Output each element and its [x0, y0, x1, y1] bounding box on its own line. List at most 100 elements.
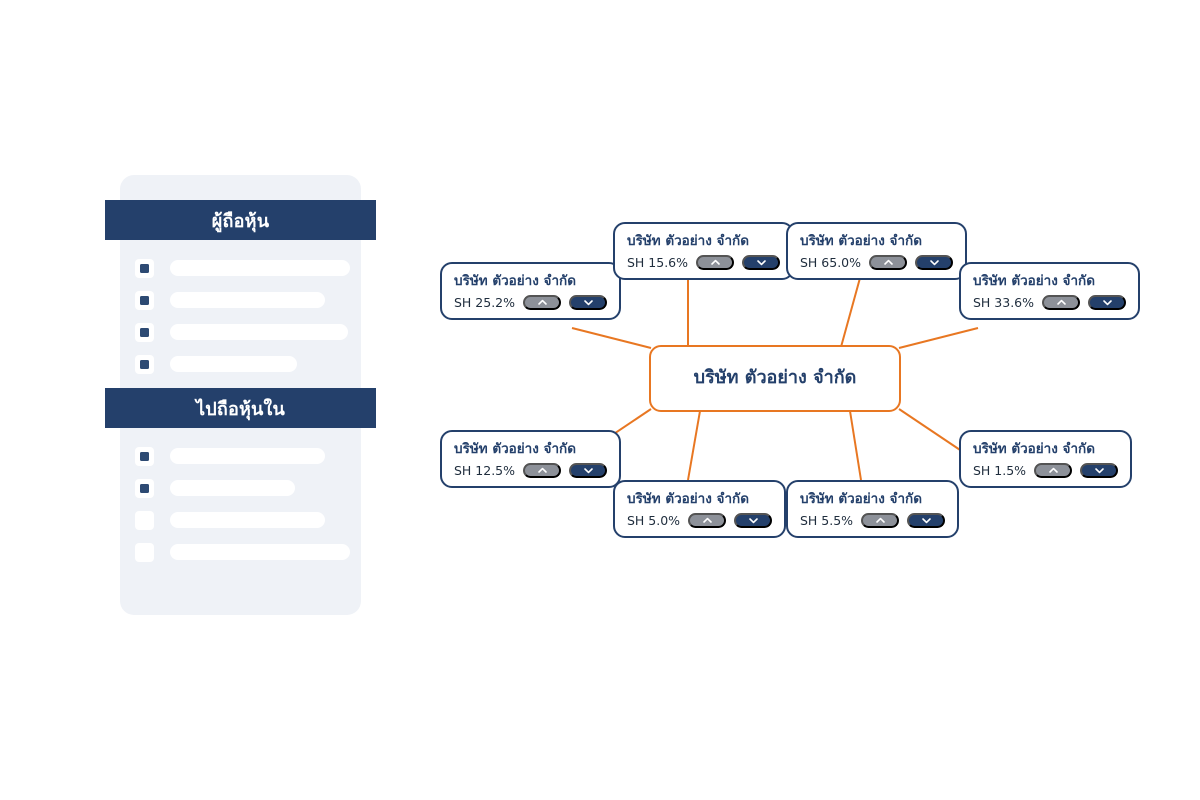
chevron-up-icon: [883, 259, 893, 266]
checkbox-unchecked[interactable]: [135, 510, 154, 530]
expand-down-button[interactable]: [1080, 462, 1119, 478]
list-item[interactable]: [135, 536, 361, 568]
chevron-up-icon: [710, 259, 720, 266]
expand-down-button[interactable]: [915, 254, 954, 270]
company-node[interactable]: บริษัท ตัวอย่าง จำกัด SH 25.2%: [440, 262, 622, 320]
diagram-edge: [898, 327, 979, 349]
company-node[interactable]: บริษัท ตัวอย่าง จำกัด SH 5.0%: [613, 480, 787, 538]
expand-up-button[interactable]: [1034, 462, 1073, 478]
company-node-meta: SH 12.5%: [454, 462, 608, 478]
company-node[interactable]: บริษัท ตัวอย่าง จำกัด SH 1.5%: [959, 430, 1133, 488]
list-item-placeholder-bar: [170, 356, 297, 372]
checkbox-checked[interactable]: [135, 258, 154, 278]
expand-down-button[interactable]: [1088, 294, 1127, 310]
holdings-list: [135, 440, 361, 568]
expand-down-button[interactable]: [734, 512, 773, 528]
chevron-down-icon: [748, 517, 758, 524]
list-item-placeholder-bar: [170, 448, 325, 464]
section-title-holdings: ไปถือหุ้นใน: [195, 398, 286, 420]
company-node-title: บริษัท ตัวอย่าง จำกัด: [454, 273, 576, 289]
list-item[interactable]: [135, 440, 361, 472]
section-title-shareholders: ผู้ถือหุ้น: [211, 210, 270, 232]
list-item[interactable]: [135, 316, 361, 348]
company-node[interactable]: บริษัท ตัวอย่าง จำกัด SH 15.6%: [613, 222, 795, 280]
share-percentage-label: SH 33.6%: [973, 294, 1035, 310]
checkbox-mark-icon: [140, 483, 149, 493]
company-node-meta: SH 33.6%: [973, 294, 1127, 310]
ownership-diagram: บริษัท ตัวอย่าง จำกัด บริษัท ตัวอย่าง จำ…: [420, 200, 1141, 570]
list-item[interactable]: [135, 284, 361, 316]
diagram-edges: [571, 277, 979, 481]
expand-up-button[interactable]: [861, 512, 900, 528]
expand-up-button[interactable]: [869, 254, 908, 270]
company-node-meta: SH 65.0%: [800, 254, 954, 270]
checkbox-unchecked[interactable]: [135, 542, 154, 562]
share-percentage-label: SH 5.0%: [627, 512, 681, 528]
chevron-down-icon: [756, 259, 766, 266]
list-item[interactable]: [135, 252, 361, 284]
expand-up-button[interactable]: [523, 294, 562, 310]
list-item-placeholder-bar: [170, 512, 325, 528]
company-node-meta: SH 5.0%: [627, 512, 773, 528]
chevron-down-icon: [921, 517, 931, 524]
share-percentage-label: SH 25.2%: [454, 294, 516, 310]
list-item[interactable]: [135, 472, 361, 504]
list-item[interactable]: [135, 348, 361, 380]
chevron-up-icon: [537, 299, 547, 306]
chevron-up-icon: [702, 517, 712, 524]
company-node-title: บริษัท ตัวอย่าง จำกัด: [627, 491, 749, 507]
list-item-placeholder-bar: [170, 544, 350, 560]
company-node-title: บริษัท ตัวอย่าง จำกัด: [973, 441, 1095, 457]
center-node[interactable]: บริษัท ตัวอย่าง จำกัด: [649, 345, 901, 412]
chevron-up-icon: [1048, 467, 1058, 474]
chevron-down-icon: [1102, 299, 1112, 306]
company-node[interactable]: บริษัท ตัวอย่าง จำกัด SH 33.6%: [959, 262, 1141, 320]
company-node-title: บริษัท ตัวอย่าง จำกัด: [454, 441, 576, 457]
list-item-placeholder-bar: [170, 260, 350, 276]
chevron-down-icon: [1094, 467, 1104, 474]
expand-up-button[interactable]: [1042, 294, 1081, 310]
checkbox-checked[interactable]: [135, 478, 154, 498]
chevron-up-icon: [1056, 299, 1066, 306]
checkbox-checked[interactable]: [135, 354, 154, 374]
expand-down-button[interactable]: [907, 512, 946, 528]
company-node-title: บริษัท ตัวอย่าง จำกัด: [800, 233, 922, 249]
diagram-edge: [840, 277, 861, 348]
share-percentage-label: SH 65.0%: [800, 254, 862, 270]
shareholder-list: [135, 252, 361, 380]
list-item[interactable]: [135, 504, 361, 536]
company-node[interactable]: บริษัท ตัวอย่าง จำกัด SH 5.5%: [786, 480, 960, 538]
share-percentage-label: SH 1.5%: [973, 462, 1027, 478]
section-header-shareholders: ผู้ถือหุ้น: [105, 200, 376, 240]
list-item-placeholder-bar: [170, 292, 325, 308]
chevron-up-icon: [875, 517, 885, 524]
company-node[interactable]: บริษัท ตัวอย่าง จำกัด SH 12.5%: [440, 430, 622, 488]
list-item-placeholder-bar: [170, 480, 295, 496]
company-node-title: บริษัท ตัวอย่าง จำกัด: [800, 491, 922, 507]
diagram-edge: [571, 327, 652, 349]
checkbox-mark-icon: [140, 451, 149, 461]
checkbox-checked[interactable]: [135, 446, 154, 466]
company-node-meta: SH 5.5%: [800, 512, 946, 528]
diagram-edge: [849, 410, 862, 481]
checkbox-checked[interactable]: [135, 290, 154, 310]
company-node-title: บริษัท ตัวอย่าง จำกัด: [627, 233, 749, 249]
expand-up-button[interactable]: [523, 462, 562, 478]
expand-down-button[interactable]: [569, 462, 608, 478]
expand-up-button[interactable]: [688, 512, 727, 528]
company-node-title: บริษัท ตัวอย่าง จำกัด: [973, 273, 1095, 289]
checkbox-mark-icon: [140, 295, 149, 305]
chevron-up-icon: [537, 467, 547, 474]
diagram-edge: [687, 410, 701, 481]
expand-down-button[interactable]: [569, 294, 608, 310]
company-node[interactable]: บริษัท ตัวอย่าง จำกัด SH 65.0%: [786, 222, 968, 280]
checkbox-checked[interactable]: [135, 322, 154, 342]
chevron-down-icon: [583, 299, 593, 306]
expand-up-button[interactable]: [696, 254, 735, 270]
center-node-title: บริษัท ตัวอย่าง จำกัด: [693, 367, 857, 389]
section-header-holdings: ไปถือหุ้นใน: [105, 388, 376, 428]
checkbox-mark-icon: [140, 359, 149, 369]
share-percentage-label: SH 15.6%: [627, 254, 689, 270]
expand-down-button[interactable]: [742, 254, 781, 270]
